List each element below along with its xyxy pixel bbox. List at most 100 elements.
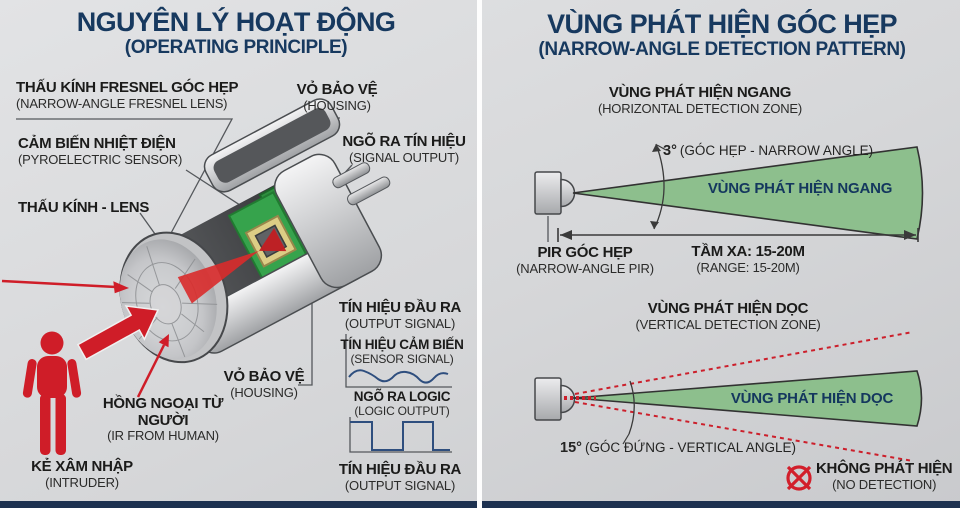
sensor-signal-waveform: [348, 369, 449, 384]
housing-lid-cavity: [213, 108, 331, 183]
signal-output-label-en: (SIGNAL OUTPUT): [349, 149, 459, 165]
arc-arrowhead-top: [652, 144, 661, 152]
ir-from-human-label-en: (IR FROM HUMAN): [107, 428, 219, 443]
ir-ray-arrow-shaft: [1, 279, 117, 289]
housing-top-label-vi: VỎ BẢO VỆ: [296, 81, 378, 98]
range-label-vi: TẦM XA: 15-20M: [691, 243, 805, 260]
range-label: TẦM XA: 15-20M (RANGE: 15-20M): [691, 243, 805, 275]
vertical-zone-heading-en: (VERTICAL DETECTION ZONE): [635, 316, 821, 332]
signal-output-label: NGÕ RA TÍN HIỆU (SIGNAL OUTPUT): [342, 133, 466, 165]
logic-output-label: NGÕ RA LOGIC (LOGIC OUTPUT): [354, 389, 451, 418]
intruder-leg-right: [55, 394, 66, 455]
ir-beam-focus: [258, 228, 287, 252]
panel-divider: [477, 0, 482, 508]
horizontal-zone-heading: VÙNG PHÁT HIỆN NGANG (HORIZONTAL DETECTI…: [597, 84, 803, 116]
output-pin-1: [332, 162, 371, 189]
ir-from-human-label: HỒNG NGOẠI TỪ NGƯỜI (IR FROM HUMAN): [93, 395, 233, 443]
vertical-angle-label: 15°(GÓC ĐỨNG - VERTICAL ANGLE): [560, 440, 796, 456]
housing-bottom-label-vi: VỎ BẢO VỆ: [223, 368, 305, 385]
narrow-angle-arc: [653, 143, 665, 230]
sensor-signal-label-en: (SENSOR SIGNAL): [350, 351, 454, 366]
arc-arrowhead-bottom: [650, 221, 659, 229]
horizontal-zone-heading-en: (HORIZONTAL DETECTION ZONE): [597, 100, 803, 116]
housing-bottom-label-en: (HOUSING): [230, 384, 298, 400]
angle-label-tick: [656, 144, 667, 151]
sensor-signal-label-vi: TÍN HIỆU CẢM BIẾN: [340, 337, 464, 352]
logic-output-label-en: (LOGIC OUTPUT): [354, 403, 450, 418]
range-arrowhead-left: [560, 230, 572, 240]
narrow-angle-label: 3°(GÓC HẸP - NARROW ANGLE): [663, 143, 873, 159]
horizontal-zone-heading-vi: VÙNG PHÁT HIỆN NGANG: [608, 84, 792, 101]
intruder-label-en: (INTRUDER): [45, 474, 119, 490]
right-title: VÙNG PHÁT HIỆN GÓC HẸP: [547, 9, 897, 39]
intruder-label: KẺ XÂM NHẬP (INTRUDER): [31, 458, 133, 490]
narrow-angle-value: 3°: [663, 143, 677, 159]
ir-from-human-label-vi: HỒNG NGOẠI TỪ NGƯỜI: [102, 395, 224, 429]
ir-label-arrow-shaft: [136, 344, 166, 398]
ir-ray-arrowhead: [113, 281, 129, 294]
right-subtitle: (NARROW-ANGLE DETECTION PATTERN): [538, 39, 906, 60]
vertical-detection-cone: [572, 370, 923, 427]
sensor-signal-label: TÍN HIỆU CẢM BIẾN (SENSOR SIGNAL): [340, 337, 464, 366]
pir-narrow-label-vi: PIR GÓC HẸP: [537, 244, 633, 261]
sensor-signal-axis: [345, 334, 452, 388]
pyro-sensor-label-vi: CẢM BIẾN NHIỆT ĐIỆN: [18, 135, 176, 152]
pir-sensor-body-h: [534, 171, 562, 215]
pyro-sensor-label-en: (PYROELECTRIC SENSOR): [18, 151, 183, 167]
ir-arrows: [1, 279, 169, 398]
housing-bottom-label: VỎ BẢO VỆ (HOUSING): [223, 368, 305, 400]
intruder-arm-left: [22, 359, 37, 398]
vertical-angle-text: (GÓC ĐỨNG - VERTICAL ANGLE): [584, 440, 797, 455]
narrow-angle-text: (GÓC HẸP - NARROW ANGLE): [679, 143, 874, 158]
fresnel-lens-label-vi: THẤU KÍNH FRESNEL GÓC HẸP: [16, 79, 239, 96]
output-pin-2: [347, 176, 391, 206]
vertical-zone-heading: VÙNG PHÁT HIỆN DỌC (VERTICAL DETECTION Z…: [635, 300, 821, 332]
output-signal-top-vi: TÍN HIỆU ĐẦU RA: [338, 299, 462, 316]
range-arrow: [557, 228, 919, 242]
range-label-en: (RANGE: 15-20M): [696, 259, 800, 275]
horizontal-cone-label: VÙNG PHÁT HIỆN NGANG: [707, 180, 893, 197]
big-ir-arrow: [76, 305, 160, 361]
fresnel-lens-label: THẤU KÍNH FRESNEL GÓC HẸP (NARROW-ANGLE …: [16, 79, 239, 111]
housing-top-label: VỎ BẢO VỆ (HOUSING): [296, 81, 378, 113]
pir-sensor-body-v: [534, 377, 562, 421]
lens-label: THẤU KÍNH - LENS: [18, 199, 150, 217]
intruder-arm-right: [67, 359, 82, 398]
output-signal-top-en: (OUTPUT SIGNAL): [344, 315, 456, 331]
pyro-sensor-label: CẢM BIẾN NHIỆT ĐIỆN (PYROELECTRIC SENSOR…: [18, 135, 183, 167]
housing-back-cup: [273, 153, 383, 289]
vertical-cone-label: VÙNG PHÁT HIỆN DỌC: [730, 390, 894, 407]
logic-output-axis: [349, 417, 452, 453]
pir-narrow-label-en: (NARROW-ANGLE PIR): [516, 260, 654, 276]
vertical-zone-heading-vi: VÙNG PHÁT HIỆN DỌC: [647, 300, 809, 317]
signal-graphs: [345, 334, 452, 453]
horizontal-zone-diagram: [534, 143, 924, 242]
vertical-zone-diagram: [534, 331, 923, 491]
ir-label-arrowhead: [158, 334, 169, 348]
fresnel-lens-label-en: (NARROW-ANGLE FRESNEL LENS): [16, 95, 228, 111]
housing-bottom-leader-line: [298, 280, 313, 386]
intruder-label-vi: KẺ XÂM NHẬP: [31, 458, 133, 475]
range-arrowhead-right: [904, 230, 916, 240]
sensor-cutaway-illustration: [1, 98, 452, 455]
output-signal-top-label: TÍN HIỆU ĐẦU RA (OUTPUT SIGNAL): [338, 299, 462, 331]
output-signal-bottom-label: TÍN HIỆU ĐẦU RA (OUTPUT SIGNAL): [338, 461, 462, 493]
intruder-icon: [22, 331, 82, 455]
no-detection-icon: [786, 465, 812, 491]
output-signal-bottom-vi: TÍN HIỆU ĐẦU RA: [338, 461, 462, 478]
lens-label-vi: THẤU KÍNH - LENS: [18, 199, 150, 216]
no-detection-boundary-lower: [574, 401, 914, 462]
vertical-angle-arc: [628, 380, 635, 435]
left-subtitle: (OPERATING PRINCIPLE): [124, 37, 348, 58]
left-title: NGUYÊN LÝ HOẠT ĐỘNG: [76, 7, 396, 37]
pir-sensor-dome-h: [560, 178, 576, 208]
vertical-angle-value: 15°: [560, 440, 582, 456]
ir-beam: [177, 228, 287, 304]
intruder-leg-left: [40, 394, 51, 455]
intruder-torso: [37, 356, 67, 398]
pir-narrow-label: PIR GÓC HẸP (NARROW-ANGLE PIR): [516, 244, 654, 276]
no-detection-label-vi: KHÔNG PHÁT HIỆN: [816, 460, 953, 477]
no-detection-label: KHÔNG PHÁT HIỆN (NO DETECTION): [816, 460, 953, 492]
housing-top-label-en: (HOUSING): [303, 97, 371, 113]
